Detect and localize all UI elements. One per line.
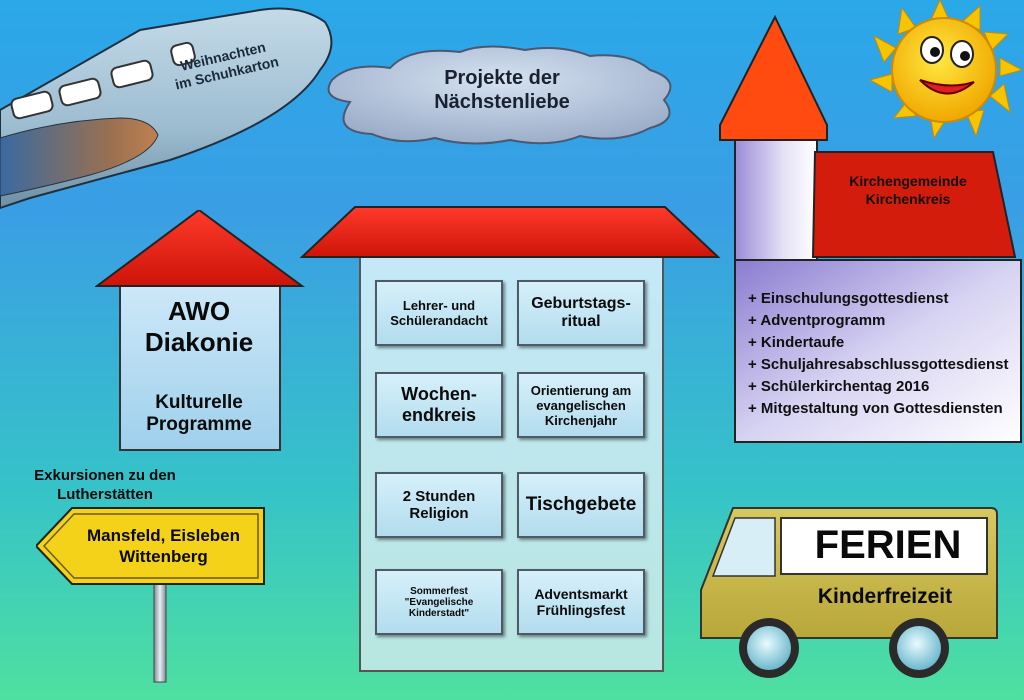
list-item: + Einschulungsgottesdienst bbox=[748, 290, 949, 307]
signpost-caption: Exkursionen zu den Lutherstätten bbox=[10, 466, 200, 504]
school-cell: Geburtstags- ritual bbox=[517, 280, 645, 346]
church-flag-line1: Kirchengemeinde bbox=[849, 173, 967, 189]
signpost-caption-line1: Exkursionen zu den bbox=[34, 467, 176, 484]
airplane-illustration bbox=[0, 7, 333, 210]
school-cell: Wochen- endkreis bbox=[375, 372, 503, 438]
signpost-destination-line1: Mansfeld, Eisleben bbox=[86, 526, 241, 545]
signpost-illustration bbox=[36, 507, 265, 683]
school-cell: Lehrer- und Schülerandacht bbox=[375, 280, 503, 346]
awo-title-line1: AWO bbox=[167, 296, 231, 326]
awo-subtitle: Kulturelle Programme bbox=[120, 392, 278, 436]
school-cell: Adventsmarkt Frühlingsfest bbox=[517, 569, 645, 635]
school-building-illustration bbox=[300, 206, 721, 672]
school-cell: 2 Stunden Religion bbox=[375, 472, 503, 538]
awo-subtitle-line1: Kulturelle bbox=[155, 392, 243, 413]
list-item: + Kindertaufe bbox=[748, 334, 845, 351]
list-item: + Mitgestaltung von Gottesdiensten bbox=[748, 400, 1003, 417]
awo-subtitle-line2: Programme bbox=[146, 414, 252, 435]
page-title-line2: Nächstenliebe bbox=[434, 91, 570, 113]
signpost-destination-line2: Wittenberg bbox=[119, 547, 208, 566]
bus-subtitle: Kinderfreizeit bbox=[817, 585, 953, 608]
signpost-caption-line2: Lutherstätten bbox=[57, 486, 153, 503]
signpost-destinations: Mansfeld, Eisleben Wittenberg bbox=[66, 525, 261, 567]
school-cell: Sommerfest "Evangelische Kinderstadt" bbox=[375, 569, 503, 635]
awo-title-line2: Diakonie bbox=[144, 327, 254, 357]
church-illustration bbox=[719, 15, 1022, 443]
cloud-shape bbox=[327, 45, 672, 145]
church-flag-label: Kirchengemeinde Kirchenkreis bbox=[818, 172, 998, 208]
bus-illustration bbox=[700, 507, 998, 678]
awo-house-illustration bbox=[95, 210, 305, 451]
school-cell: Tischgebete bbox=[517, 472, 645, 538]
list-item: + Schülerkirchentag 2016 bbox=[748, 378, 930, 395]
sun-illustration bbox=[868, 0, 1024, 140]
page-title-line1: Projekte der bbox=[444, 67, 560, 89]
church-flag-line2: Kirchenkreis bbox=[865, 191, 951, 207]
list-item: + Adventprogramm bbox=[748, 312, 886, 329]
school-cell: Orientierung am evangelischen Kirchenjah… bbox=[517, 372, 645, 438]
page-title: Projekte der Nächstenliebe bbox=[392, 66, 612, 114]
list-item: + Schuljahresabschlussgottesdienst bbox=[748, 356, 1009, 373]
awo-title: AWO Diakonie bbox=[120, 296, 278, 358]
church-activity-list: + Einschulungsgottesdienst + Adventprogr… bbox=[748, 288, 1009, 420]
bus-title: FERIEN bbox=[814, 523, 962, 567]
